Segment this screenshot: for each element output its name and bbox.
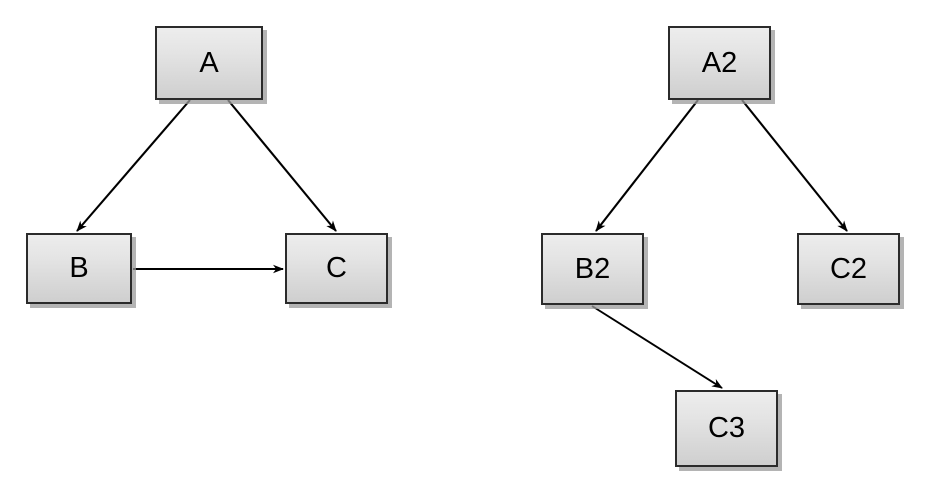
node-a2-label: A2	[701, 46, 738, 79]
node-c2[interactable]: C2	[797, 233, 900, 305]
edge-a2-to-b2	[595, 99, 699, 232]
edge-a-to-c	[227, 99, 337, 232]
edge-a-to-b	[76, 99, 191, 232]
node-a2[interactable]: A2	[668, 26, 771, 100]
node-b[interactable]: B	[26, 233, 132, 304]
node-b-label: B	[69, 252, 89, 284]
node-c2-label: C2	[829, 252, 868, 285]
node-c[interactable]: C	[285, 233, 388, 304]
node-b2[interactable]: B2	[541, 233, 644, 305]
node-b2-label: B2	[574, 252, 611, 285]
node-c3-label: C3	[707, 412, 746, 444]
node-a-label: A	[199, 46, 219, 79]
edge-b2-to-c3	[591, 305, 723, 389]
node-a[interactable]: A	[155, 26, 263, 100]
node-c-label: C	[326, 252, 347, 284]
node-c3[interactable]: C3	[675, 390, 778, 467]
edge-a2-to-c2	[741, 99, 848, 232]
